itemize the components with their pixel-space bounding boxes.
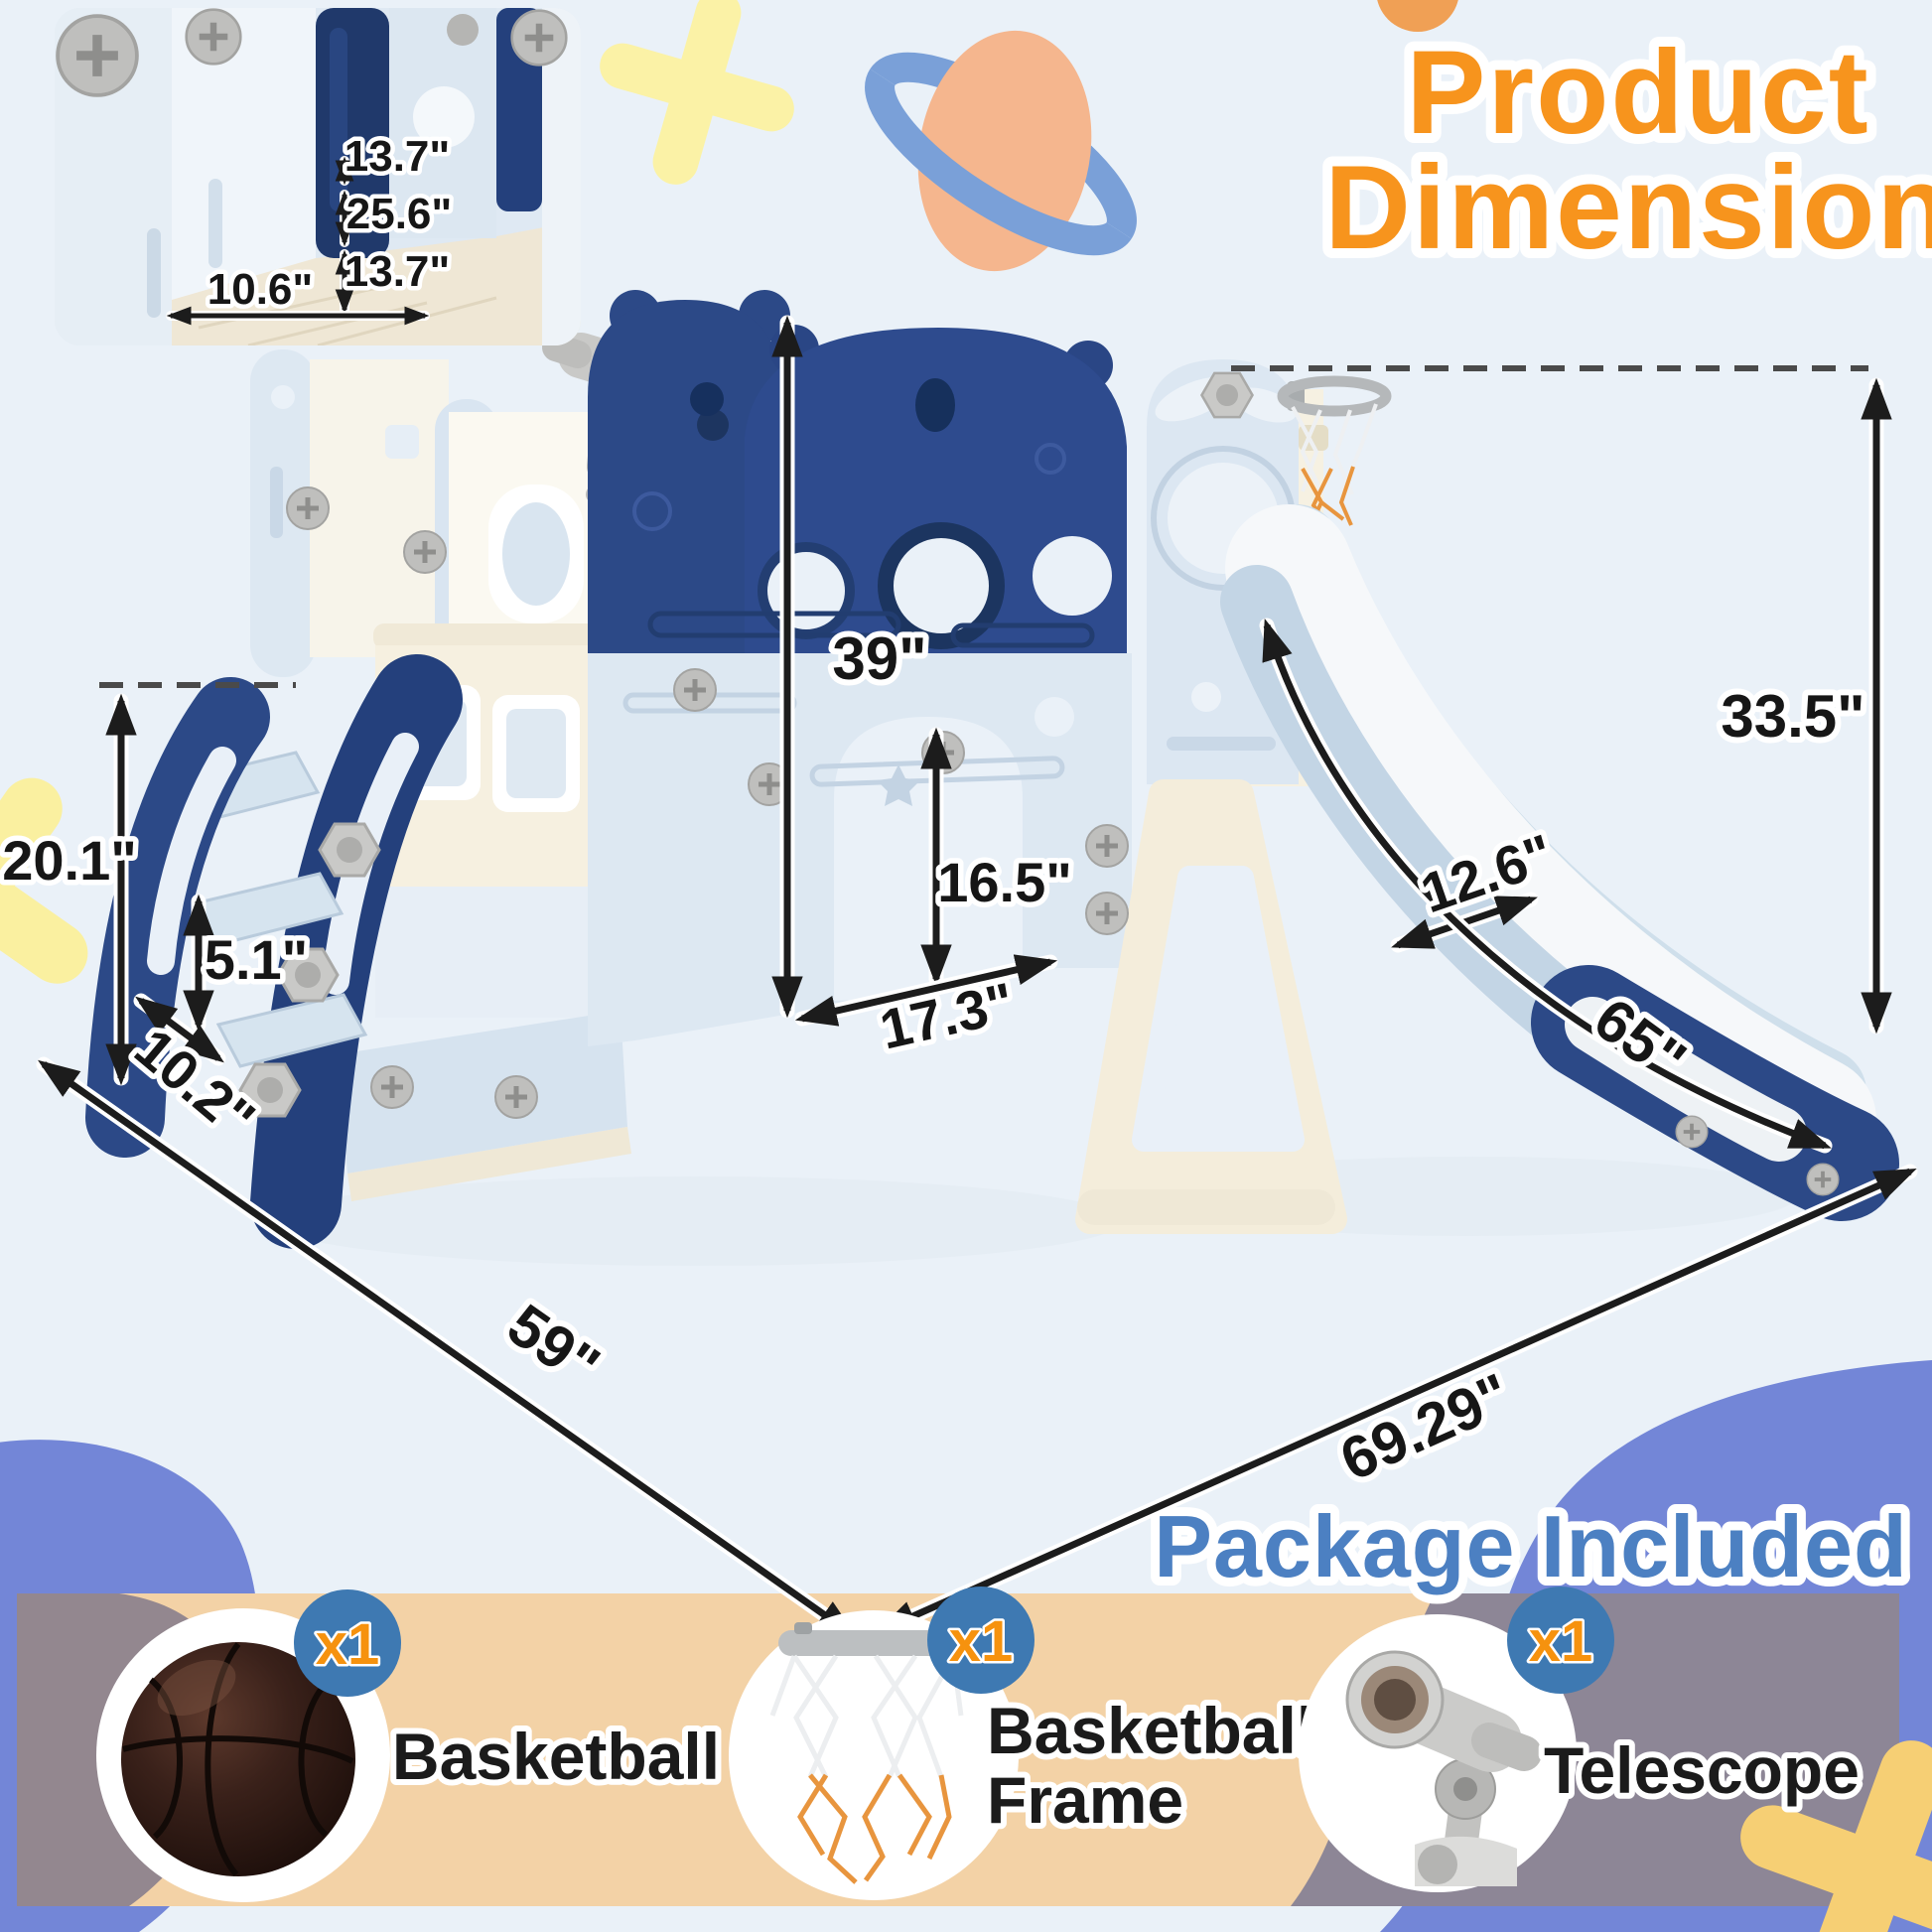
arrow-69-29 — [875, 1168, 1917, 1634]
item-label-telescope: Telescope — [1544, 1733, 1860, 1807]
dim-tower-height: 39" — [832, 625, 926, 692]
dim-step-height: 5.1" — [205, 928, 308, 991]
telescope-icon — [1345, 1650, 1542, 1886]
qty-badge-label: x1 — [316, 1612, 380, 1677]
qty-badge — [927, 1587, 1035, 1694]
basketball-icon — [121, 1642, 355, 1876]
arrow-10-2 — [135, 996, 224, 1063]
inset-photo: 13.7" 25.6" 13.7" 10.6" — [55, 8, 581, 345]
orange-dot-icon — [1377, 0, 1458, 32]
arrow-65 — [1262, 618, 1832, 1150]
dim-climber-height: 20.1" — [2, 829, 137, 892]
dim-slide-height: 33.5" — [1721, 683, 1864, 750]
slide-support-frame — [1075, 779, 1347, 1234]
package-title: Package Included — [1154, 1497, 1907, 1595]
navy-arch-panels — [588, 290, 1127, 655]
page-title-line1: Product — [1406, 26, 1869, 159]
package-items: x1 Basketball — [96, 1587, 1865, 1902]
base-arch-wall — [588, 653, 1132, 1046]
arrow-59 — [37, 1059, 859, 1639]
inset-width-label: 10.6" — [207, 265, 314, 314]
inset-dimension-arrows — [166, 156, 430, 326]
inset-height-bottom-label: 13.7" — [345, 247, 451, 296]
arrow-17-3 — [794, 954, 1058, 1027]
qty-badge — [1507, 1587, 1614, 1694]
qty-badge — [294, 1589, 401, 1697]
dim-arch-height: 16.5" — [937, 851, 1072, 913]
page-title-line2: Dimension — [1324, 141, 1932, 274]
planet-icon — [865, 30, 1137, 272]
item-label-basketball-frame-line2: Frame — [987, 1763, 1183, 1837]
qty-badge-label: x1 — [1529, 1609, 1593, 1674]
item-label-basketball: Basketball — [392, 1720, 720, 1793]
qty-badge-label: x1 — [949, 1609, 1014, 1674]
basketball-frame-icon — [769, 1622, 973, 1884]
item-label-basketball-frame-line1: Basketball — [987, 1694, 1314, 1767]
inset-height-top-label: 13.7" — [345, 132, 451, 181]
inset-height-mid-label: 25.6" — [346, 190, 453, 238]
